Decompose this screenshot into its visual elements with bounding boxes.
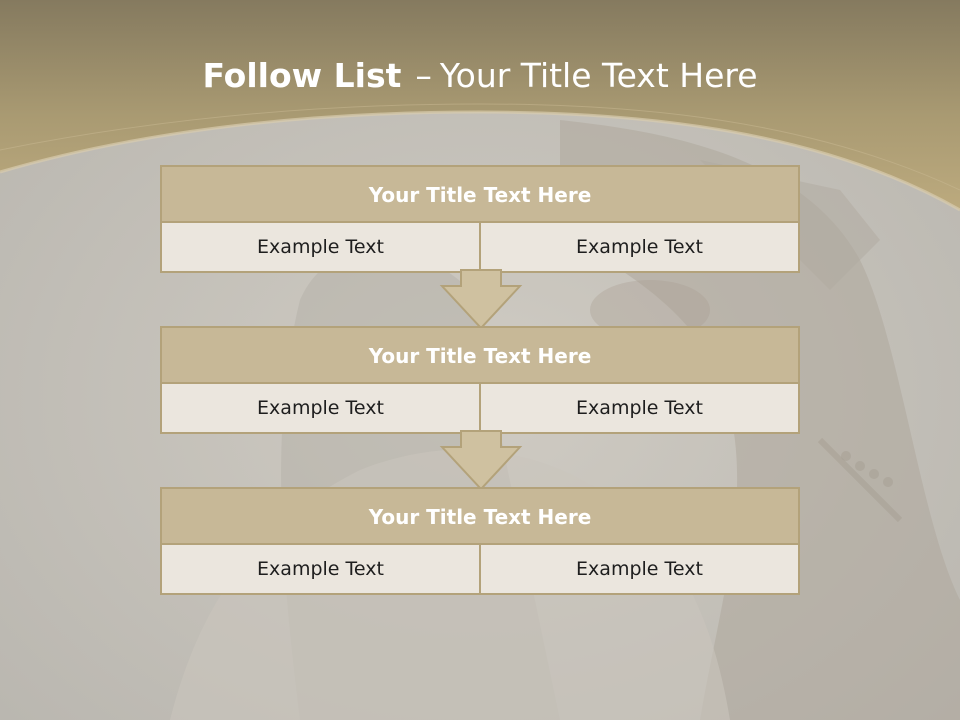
box-cell-right: Example Text — [481, 545, 798, 593]
box-cell-right: Example Text — [481, 384, 798, 432]
follow-box-3: Your Title Text Here Example Text Exampl… — [160, 487, 800, 595]
slide-title: Follow List–Your Title Text Here — [0, 56, 960, 95]
box-title: Your Title Text Here — [162, 328, 798, 384]
box-cell-left: Example Text — [162, 223, 481, 271]
box-title: Your Title Text Here — [162, 167, 798, 223]
box-row: Example Text Example Text — [162, 384, 798, 432]
down-arrow-icon — [439, 269, 523, 330]
box-cell-right: Example Text — [481, 223, 798, 271]
box-row: Example Text Example Text — [162, 545, 798, 593]
slide-title-bold: Follow List — [202, 56, 402, 95]
follow-box-2: Your Title Text Here Example Text Exampl… — [160, 326, 800, 434]
box-title: Your Title Text Here — [162, 489, 798, 545]
follow-box-1: Your Title Text Here Example Text Exampl… — [160, 165, 800, 273]
box-cell-left: Example Text — [162, 545, 481, 593]
box-row: Example Text Example Text — [162, 223, 798, 271]
down-arrow-icon — [439, 430, 523, 491]
slide-title-rest: Your Title Text Here — [439, 56, 758, 95]
box-cell-left: Example Text — [162, 384, 481, 432]
slide-title-separator: – — [415, 56, 432, 95]
